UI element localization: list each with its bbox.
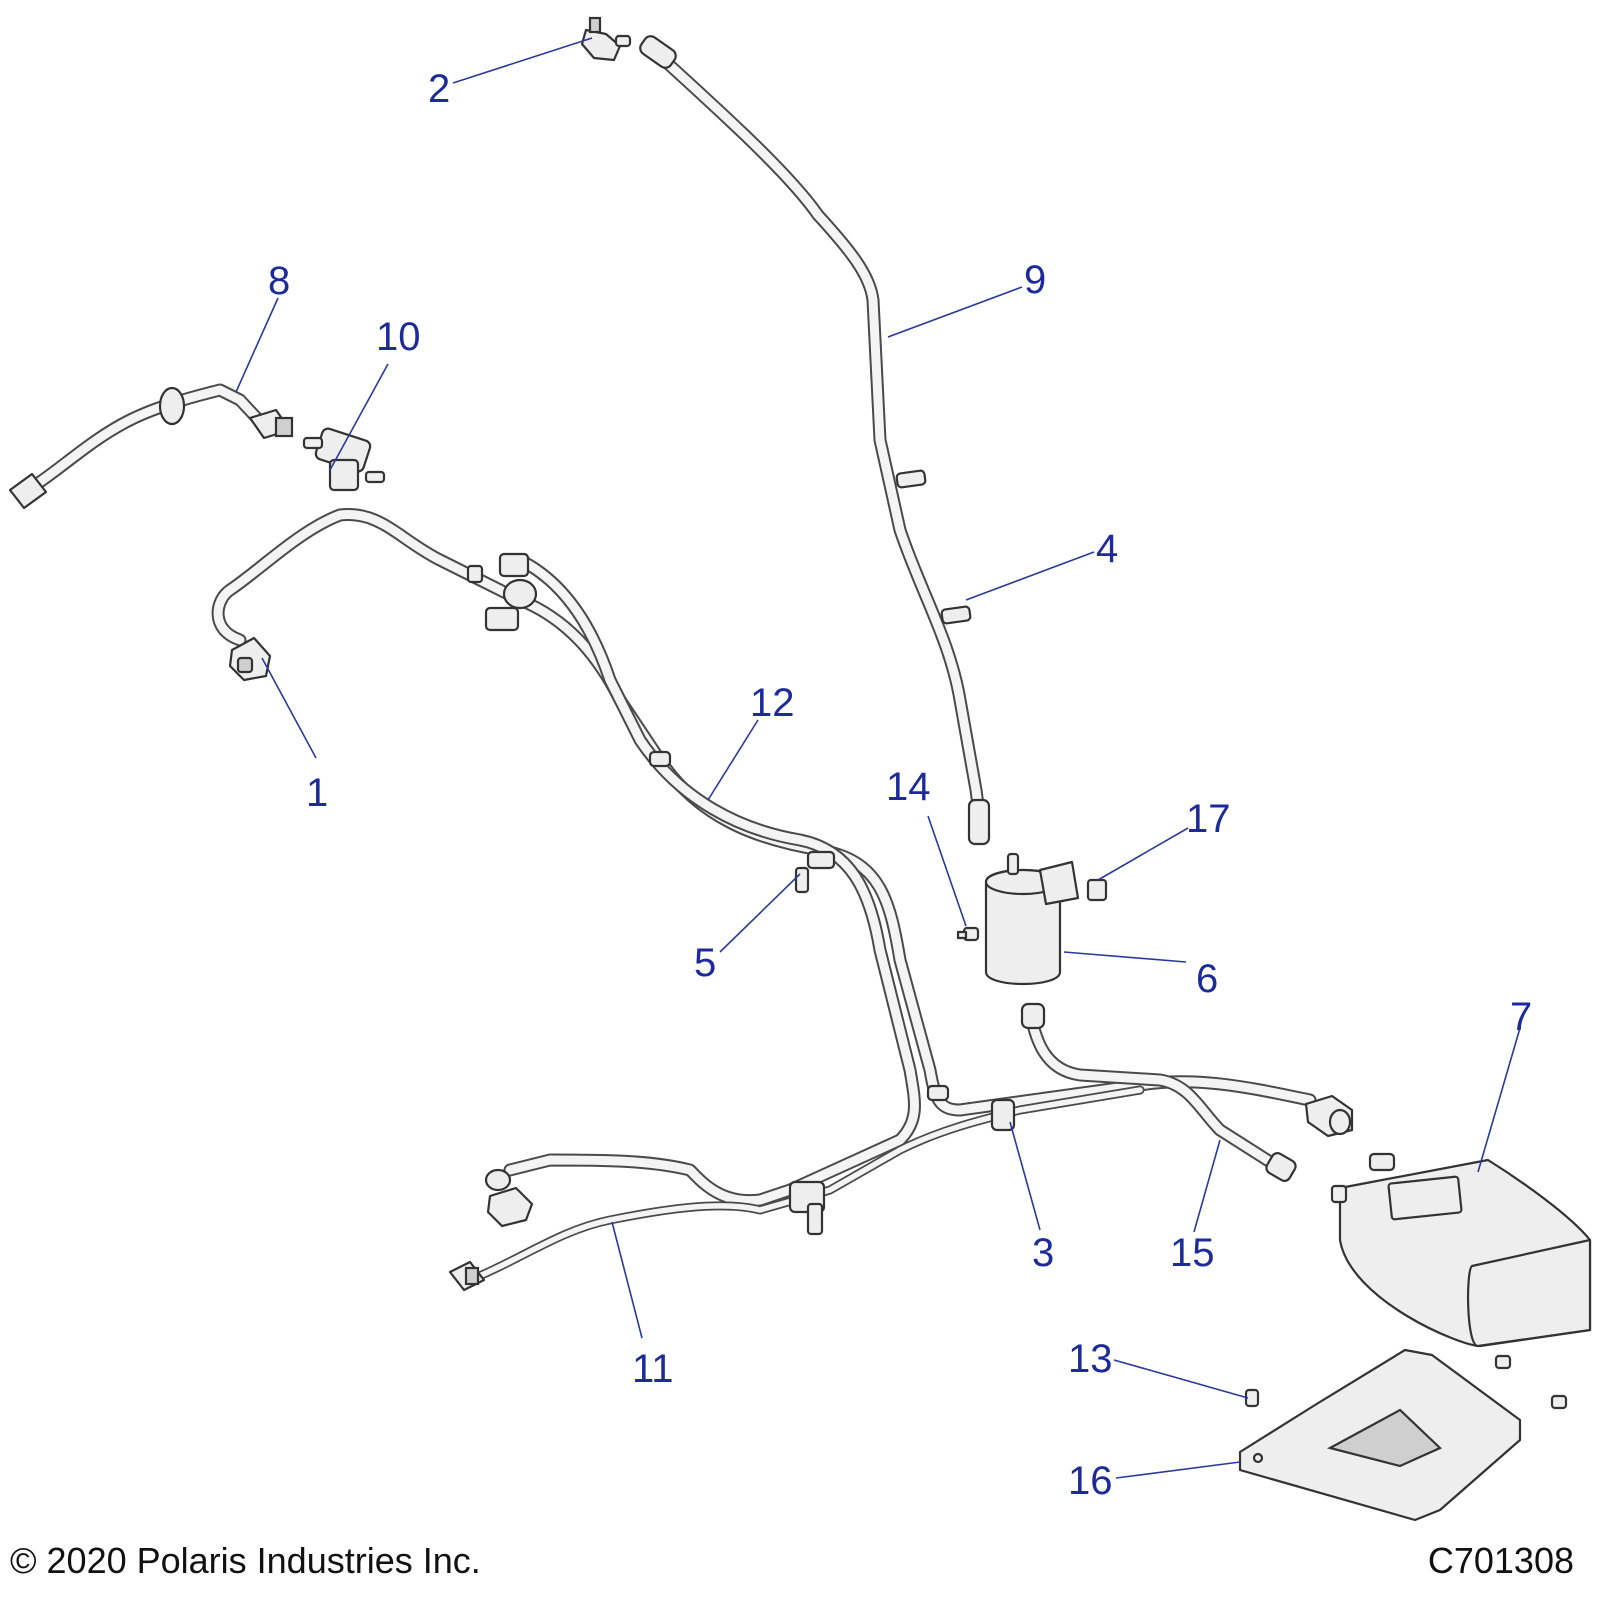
- callout-16: 16: [1068, 1459, 1113, 1503]
- callout-12: 12: [750, 681, 795, 725]
- callout-3: 3: [1032, 1231, 1054, 1275]
- leader-lines: [235, 37, 1521, 1479]
- callout-13: 13: [1068, 1337, 1113, 1381]
- callout-5: 5: [694, 941, 716, 985]
- nut-17: [1086, 878, 1108, 902]
- callout-6: 6: [1196, 957, 1218, 1001]
- fasteners-13: [1244, 1354, 1568, 1410]
- callout-2: 2: [428, 67, 450, 111]
- callouts: 2 9 8 10 4 1 12 14 17 5 6 7 3 15 11 13 1…: [268, 67, 1532, 1503]
- hose-12: [211, 507, 1317, 1117]
- callout-17: 17: [1186, 797, 1231, 841]
- canister-connector: [1304, 1094, 1354, 1138]
- bracket-16: [1238, 1348, 1522, 1522]
- clamps-5: [648, 750, 950, 1236]
- drawing-number: C701308: [1427, 1540, 1574, 1581]
- lower-connectors: [484, 1168, 534, 1228]
- callout-9: 9: [1024, 258, 1046, 302]
- hose-parallel: [503, 553, 921, 1208]
- copyright-notice: © 2020 Polaris Industries Inc.: [10, 1540, 481, 1581]
- hose-assembly-8: [8, 383, 294, 510]
- filter-6: [984, 852, 1080, 986]
- callout-11: 11: [632, 1347, 674, 1391]
- hose-11: [448, 1085, 1145, 1292]
- callout-4: 4: [1096, 527, 1118, 571]
- hose-15: [1020, 1002, 1297, 1182]
- connector-2: [580, 16, 632, 62]
- junction-connectors: [466, 552, 538, 632]
- clamps-4: [895, 469, 972, 625]
- purge-valve-10: [302, 427, 386, 492]
- callout-7: 7: [1510, 995, 1532, 1039]
- callout-1: 1: [306, 771, 328, 815]
- vent-hose-9: [639, 35, 991, 846]
- clamp-3: [990, 1098, 1016, 1132]
- callout-10: 10: [376, 315, 421, 359]
- callout-8: 8: [268, 259, 290, 303]
- connector-1: [228, 636, 272, 682]
- canister-7: [1330, 1152, 1592, 1348]
- callout-15: 15: [1170, 1231, 1215, 1275]
- fastener-14: [956, 926, 980, 942]
- callout-14: 14: [886, 765, 931, 809]
